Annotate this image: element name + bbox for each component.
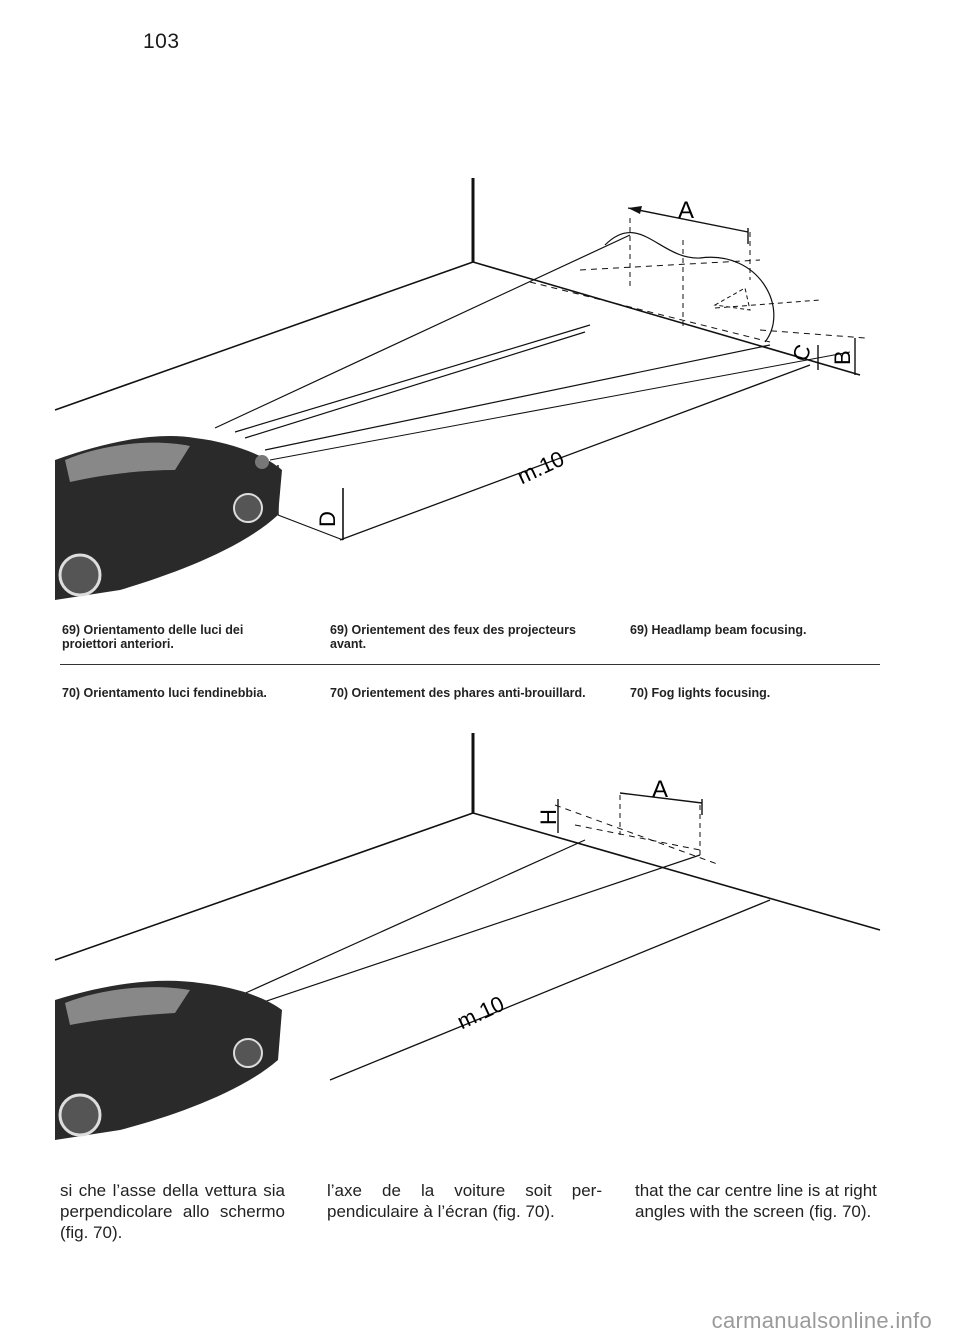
label-d: D [315, 511, 340, 527]
body-text-fr: l’axe de la voiture soit per-pendiculair… [327, 1181, 602, 1221]
label-distance-2: m.10 [453, 991, 508, 1034]
caption-69-it: 69) Orientamento delle luci dei proietto… [62, 623, 244, 651]
watermark: carmanualsonline.info [711, 1308, 932, 1333]
body-text-en: that the car centre line is at right ang… [635, 1181, 877, 1221]
label-distance: m.10 [513, 446, 568, 489]
car-illustration-2 [55, 980, 282, 1140]
figure-70-fog-light-diagram: A H m.10 [0, 725, 960, 1165]
label-a-2: A [652, 776, 668, 803]
label-b: B [830, 350, 855, 365]
headlamp-diagram-svg: A C B D m.10 [54, 178, 866, 600]
caption-70-it: 70) Orientamento luci fendinebbia. [62, 686, 267, 700]
caption-70-en: 70) Fog lights focusing. [630, 686, 771, 700]
fog-light-diagram-svg: A H m.10 [54, 733, 881, 1140]
body-text-it: si che l’asse della vettura sia perpendi… [60, 1181, 285, 1242]
caption-69-en: 69) Headlamp beam focusing. [630, 623, 807, 637]
label-a: A [678, 197, 694, 224]
caption-69-fr: 69) Orientement des feux des projecteurs… [330, 623, 576, 651]
car-illustration [55, 436, 282, 600]
section-divider [60, 664, 880, 665]
label-c: C [787, 341, 816, 365]
label-h: H [536, 809, 561, 825]
caption-70-fr: 70) Orientement des phares anti-brouilla… [330, 686, 586, 700]
page-number: 103 [143, 30, 180, 53]
figure-69-headlamp-diagram: A C B D m.10 [0, 170, 960, 610]
